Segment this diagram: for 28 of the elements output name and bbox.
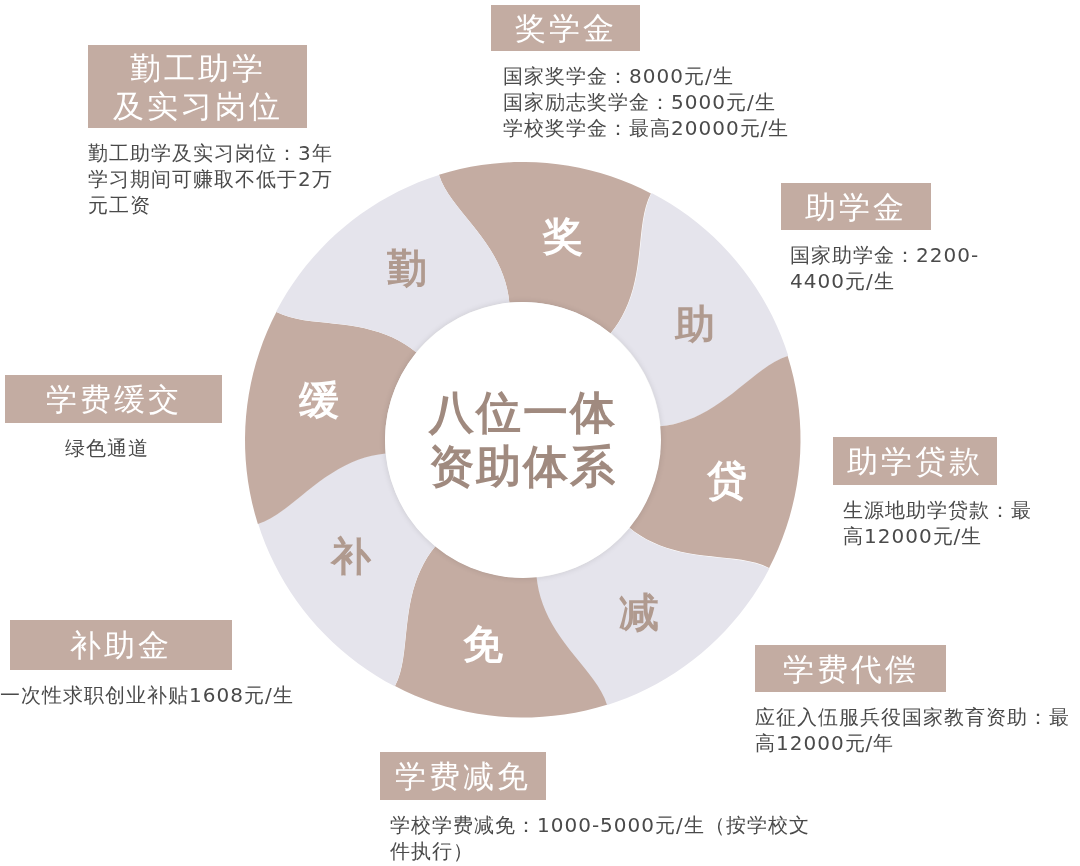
description-text: 一次性求职创业补贴1608元/生 <box>0 682 295 708</box>
description-text: 勤工助学及实习岗位：3年学习期间可赚取不低于2万元工资 <box>88 140 334 218</box>
heading-text: 学费缓交 <box>45 380 182 418</box>
segment-character: 贷 <box>707 459 748 500</box>
description-text: 学校学费减免：1000-5000元/生（按学校文件执行） <box>390 812 810 864</box>
segment-character: 减 <box>619 592 660 633</box>
heading-text: 助学贷款 <box>847 442 983 480</box>
segment-character: 免 <box>463 624 504 665</box>
description-text: 学校奖学金：最高20000元/生 <box>503 115 791 141</box>
description-text: 应征入伍服兵役国家教育资助：最高12000元/年 <box>755 704 1071 756</box>
segment-character: 助 <box>675 303 716 344</box>
segment-character: 奖 <box>542 215 583 256</box>
heading-text: 补助金 <box>70 626 172 664</box>
center-title: 八位一体资助体系 <box>427 386 618 494</box>
description-text: 国家励志奖学金：5000元/生 <box>503 89 777 115</box>
segment-character: 补 <box>330 536 371 577</box>
description-text: 国家奖学金：8000元/生 <box>503 63 735 89</box>
heading-text: 奖学金 <box>514 9 617 47</box>
heading-text: 学费减免 <box>395 757 531 795</box>
description-text: 绿色通道 <box>65 435 150 461</box>
description-text: 生源地助学贷款：最高12000元/生 <box>843 497 1033 549</box>
heading-text: 及实习岗位 <box>112 86 283 125</box>
heading-text: 助学金 <box>805 187 907 226</box>
segment-character: 缓 <box>298 380 339 421</box>
heading-text: 学费代偿 <box>782 649 919 688</box>
description-text: 国家助学金：2200-4400元/生 <box>790 242 980 294</box>
segment-character: 勤 <box>386 247 427 288</box>
heading-text: 勤工助学 <box>129 48 266 87</box>
